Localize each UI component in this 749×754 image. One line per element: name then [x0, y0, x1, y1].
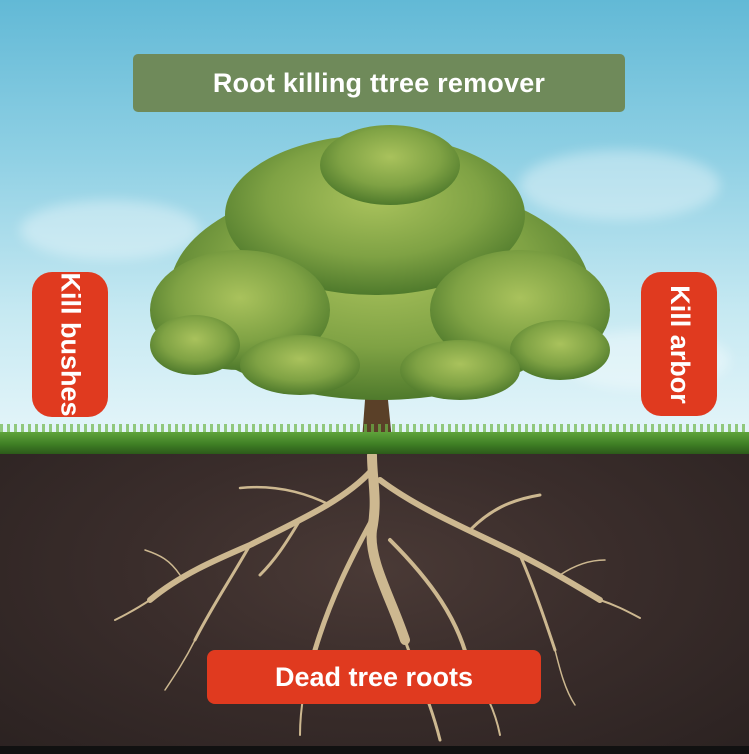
grass-strip — [0, 432, 749, 454]
cloud — [20, 200, 200, 260]
kill-arbor-tag: Kill arbor — [641, 272, 717, 416]
tree-canopy — [150, 125, 610, 400]
kill-bushes-tag: Kill bushes — [32, 272, 108, 417]
dead-tree-roots-label: Dead tree roots — [274, 661, 474, 692]
dead-tree-roots-tag: Dead tree roots — [207, 650, 541, 704]
kill-bushes-label: Kill bushes — [55, 272, 86, 417]
dead-roots — [114, 450, 641, 742]
title-banner: Root killing ttree remover — [133, 54, 625, 112]
cloud — [520, 150, 720, 220]
title-text: Root killing ttree remover — [212, 67, 546, 98]
kill-arbor-label: Kill arbor — [664, 284, 695, 404]
bottom-edge — [0, 746, 749, 754]
